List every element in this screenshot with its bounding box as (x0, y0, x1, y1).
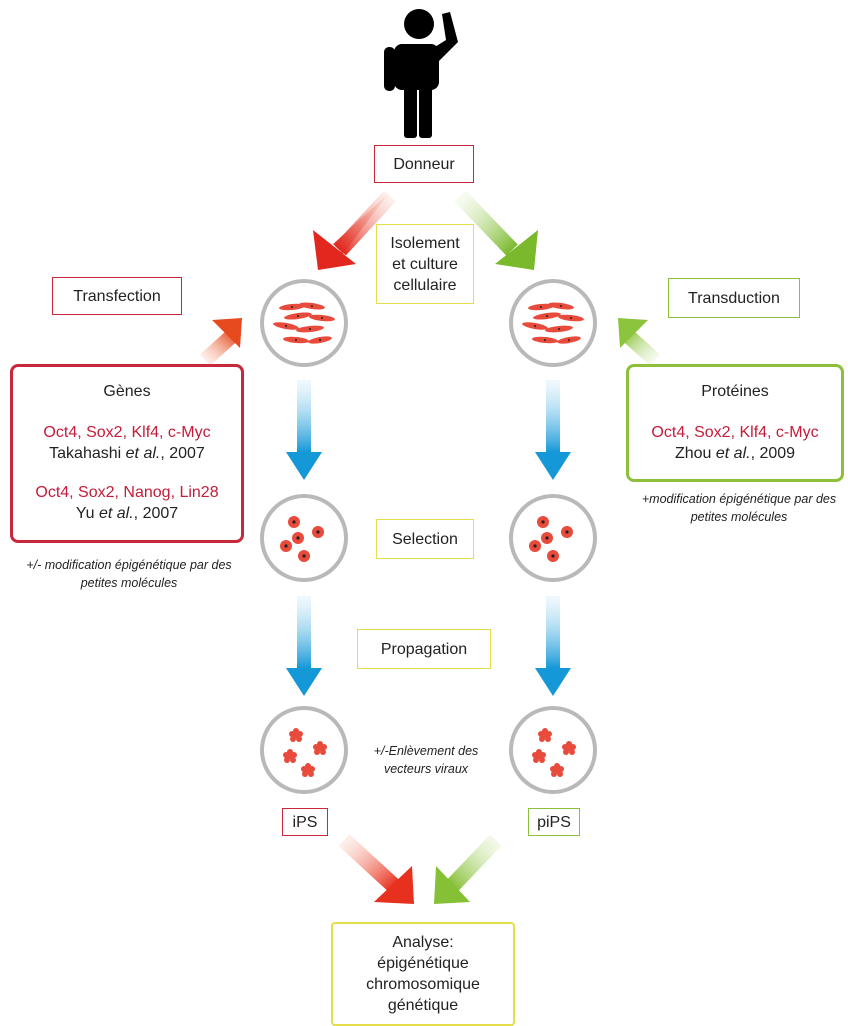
arrow-donor-to-left (313, 190, 396, 270)
transfection-label: Transfection (52, 277, 182, 315)
analysis-line-4: génétique (387, 997, 459, 1014)
left-note-line-1: +/- modification épigénétique par des (26, 558, 232, 572)
arrow-donor-to-right (454, 190, 538, 270)
ips-text: iPS (292, 813, 318, 831)
genes-reference-1: Takahashi et al., 2007 (13, 443, 241, 464)
proteins-reference-1: Zhou et al., 2009 (629, 443, 841, 464)
step-selection-text: Selection (392, 530, 458, 548)
donor-text: Donneur (393, 155, 455, 173)
analysis-line-2: épigénétique (377, 955, 469, 972)
proteins-ref-1-year: , 2009 (750, 445, 796, 462)
genes-box: Gènes Oct4, Sox2, Klf4, c-Myc Takahashi … (10, 364, 244, 543)
analysis-box: Analyse: épigénétique chromosomique géné… (331, 922, 515, 1026)
genes-ref-1-author: Takahashi (49, 445, 122, 462)
step-isolation: Isolement et culture cellulaire (376, 224, 474, 304)
step-selection: Selection (376, 519, 474, 559)
right-epigenetic-note: +modification épigénétique par des petit… (630, 490, 848, 526)
genes-factors-1: Oct4, Sox2, Klf4, c-Myc (43, 424, 211, 441)
genes-reference-2: Yu et al., 2007 (13, 503, 241, 524)
proteins-ref-1-etal: et al. (715, 445, 751, 462)
genes-ref-2-author: Yu (75, 505, 95, 522)
proteins-ref-1-author: Zhou (674, 445, 712, 462)
arrow-pips-to-analysis (434, 834, 502, 904)
petri-dish-right-selection (509, 494, 597, 582)
petri-dish-left-colonies (260, 706, 348, 794)
arrow-ips-to-analysis (338, 834, 414, 904)
viral-vector-removal-note: +/-Enlèvement des vecteurs viraux (356, 742, 496, 778)
proteins-box: Protéines Oct4, Sox2, Klf4, c-Myc Zhou e… (626, 364, 844, 482)
genes-ref-1-year: , 2007 (160, 445, 205, 462)
proteins-title: Protéines (701, 383, 769, 400)
petri-dish-left-fibroblasts (260, 279, 348, 367)
center-note-line-2: vecteurs viraux (383, 762, 469, 776)
center-note-line-1: +/-Enlèvement des (373, 744, 479, 758)
pips-text: piPS (537, 813, 571, 831)
analysis-line-3: chromosomique (366, 976, 480, 993)
genes-title: Gènes (103, 383, 151, 400)
arrow-left-isolation-to-selection (286, 380, 322, 480)
transfection-text: Transfection (73, 287, 161, 305)
arrow-right-selection-to-propagation (535, 596, 571, 696)
proteins-factors-1: Oct4, Sox2, Klf4, c-Myc (651, 424, 819, 441)
arrow-genes-to-transfection (199, 318, 242, 366)
left-note-line-2: petites molécules (80, 576, 178, 590)
petri-dish-right-colonies (509, 706, 597, 794)
pips-label: piPS (528, 808, 580, 836)
step-isolation-line-2: et culture (392, 255, 458, 273)
genes-ref-2-year: , 2007 (133, 505, 179, 522)
step-propagation-text: Propagation (380, 640, 468, 658)
genes-factors-2: Oct4, Sox2, Nanog, Lin28 (35, 484, 219, 501)
arrow-proteins-to-transduction (618, 318, 661, 366)
arrow-left-selection-to-propagation (286, 596, 322, 696)
transduction-text: Transduction (688, 289, 780, 307)
petri-dish-right-fibroblasts (509, 279, 597, 367)
genes-ref-2-etal: et al. (98, 505, 134, 522)
step-isolation-line-3: cellulaire (393, 276, 457, 294)
right-note-line-1: +modification épigénétique par des (641, 492, 837, 506)
analysis-line-1: Analyse: (392, 934, 454, 951)
right-note-line-2: petites molécules (690, 510, 788, 524)
left-epigenetic-note: +/- modification épigénétique par des pe… (4, 556, 254, 592)
petri-dish-left-selection (260, 494, 348, 582)
person-icon (384, 9, 458, 138)
genes-ref-1-etal: et al. (125, 445, 161, 462)
ips-label: iPS (282, 808, 328, 836)
transduction-label: Transduction (668, 278, 800, 318)
step-isolation-line-1: Isolement (390, 234, 460, 252)
donor-label: Donneur (374, 145, 474, 183)
step-propagation: Propagation (357, 629, 491, 669)
arrow-right-isolation-to-selection (535, 380, 571, 480)
